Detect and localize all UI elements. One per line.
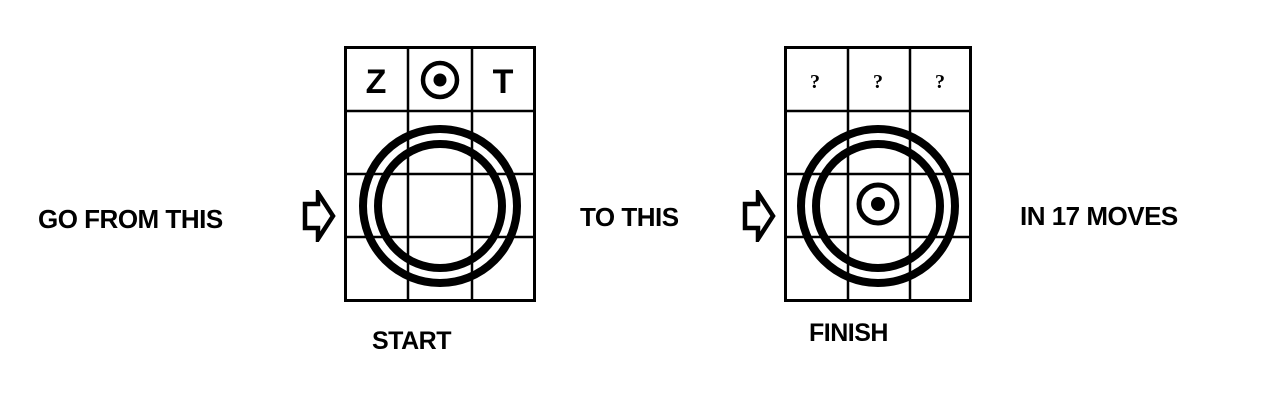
finish-caption: FINISH: [809, 319, 888, 347]
go-from-this-label: GO FROM THIS: [38, 204, 223, 234]
finish-tile-unknown: ?: [810, 71, 820, 93]
start-caption: START: [372, 327, 451, 355]
to-this-label: TO THIS: [580, 202, 679, 232]
right-arrow-icon: [302, 190, 336, 242]
start-board: Z T: [344, 46, 536, 302]
double-ring-icon: [797, 125, 959, 287]
start-tile-t: T: [493, 63, 514, 101]
finish-tile-unknown: ?: [873, 71, 883, 93]
finish-board: ? ? ?: [784, 46, 972, 302]
right-arrow-icon: [742, 190, 776, 242]
finish-tile-unknown: ?: [935, 71, 945, 93]
start-tile-z: Z: [366, 63, 387, 101]
target-icon: [856, 182, 900, 226]
in-17-moves-label: IN 17 MOVES: [1020, 201, 1178, 231]
double-ring-icon: [359, 125, 521, 287]
target-icon: [420, 60, 460, 100]
